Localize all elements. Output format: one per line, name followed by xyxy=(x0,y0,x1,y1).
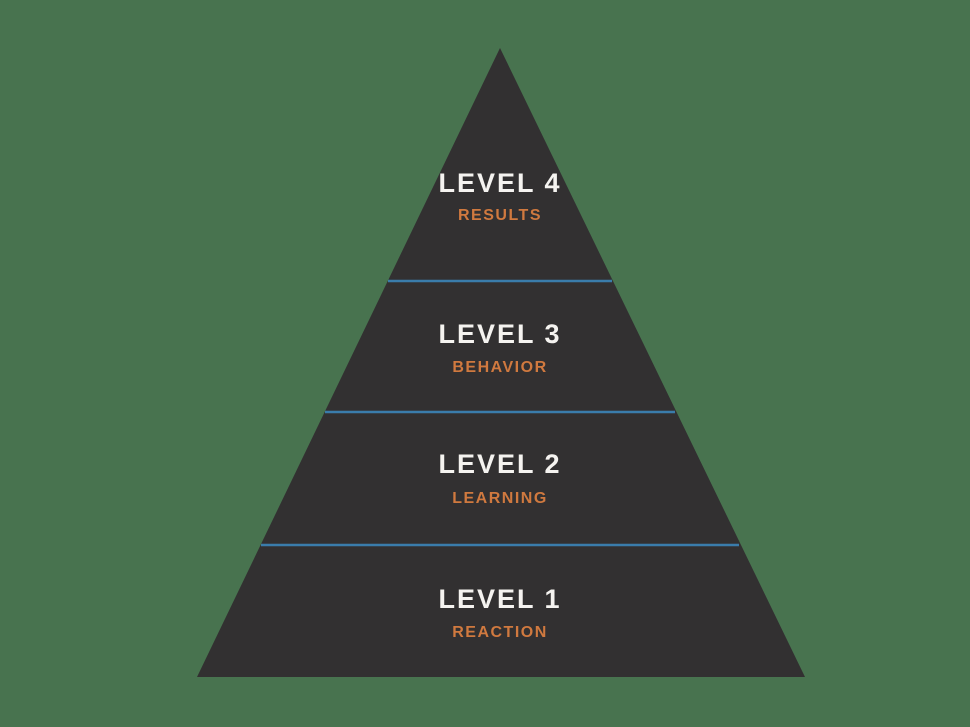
level-1-label: LEVEL 1 xyxy=(438,584,561,614)
level-2-label: LEVEL 2 xyxy=(438,449,561,479)
level-4-sublabel: RESULTS xyxy=(458,207,542,224)
level-3-label: LEVEL 3 xyxy=(438,319,561,349)
pyramid-shape xyxy=(197,48,805,677)
level-2-sublabel: LEARNING xyxy=(452,490,548,507)
level-3-sublabel: BEHAVIOR xyxy=(452,359,547,376)
level-1-sublabel: REACTION xyxy=(452,624,548,641)
level-4-label: LEVEL 4 xyxy=(438,168,561,198)
